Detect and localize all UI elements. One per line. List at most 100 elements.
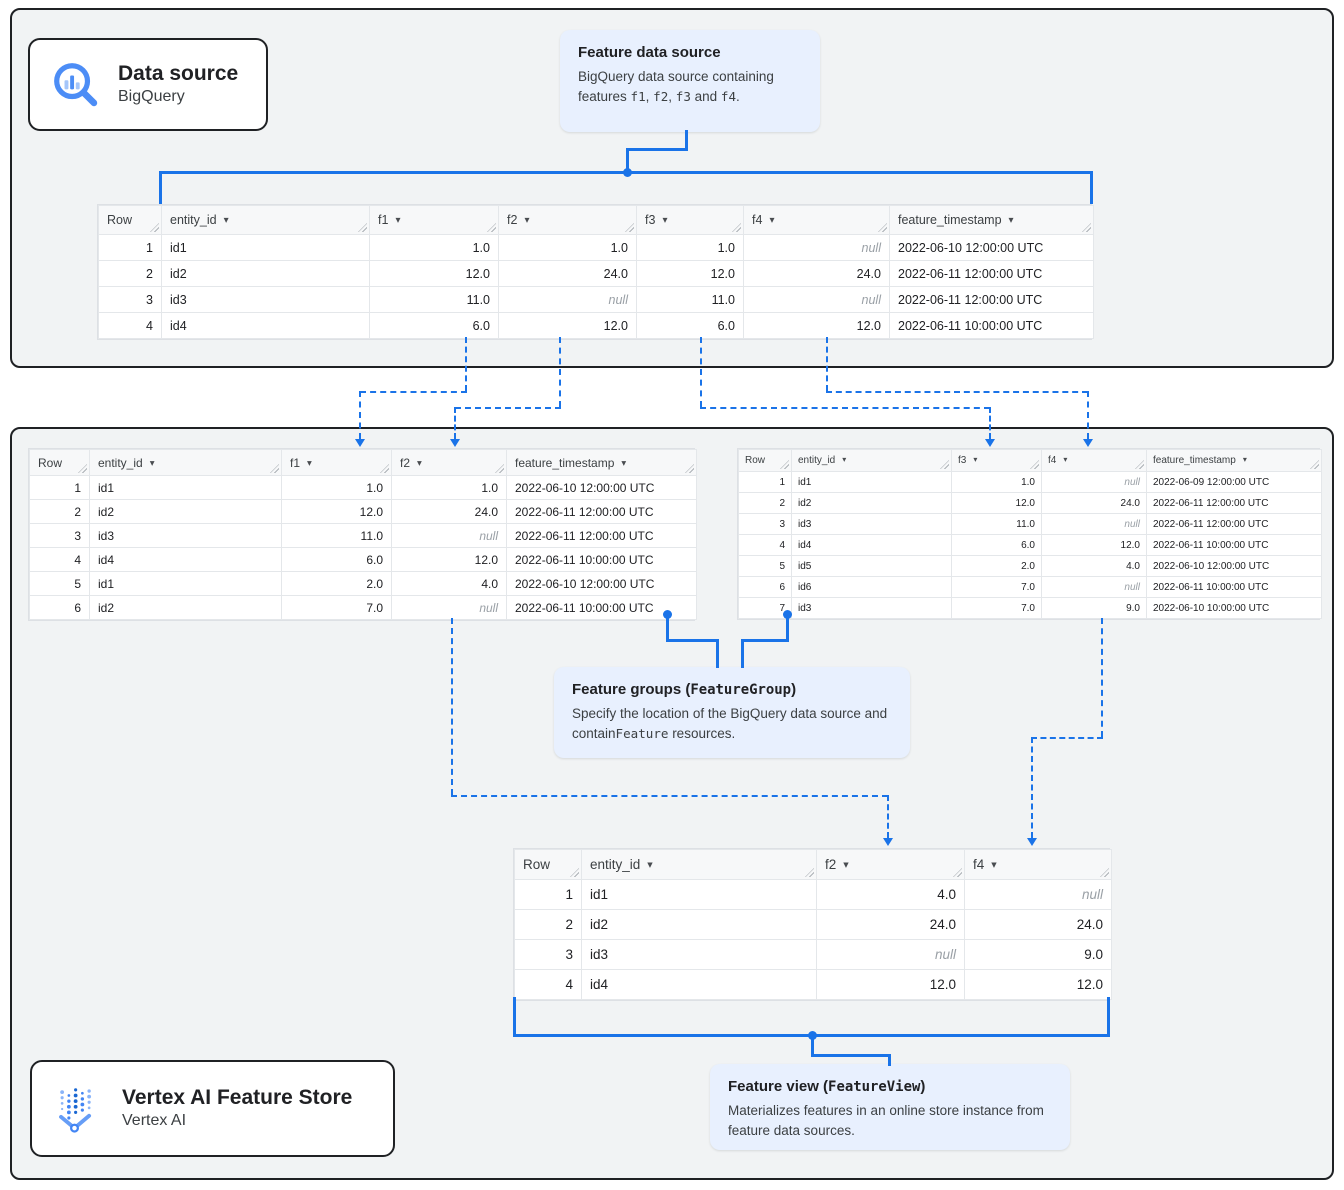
cell-entity_id: id3 xyxy=(89,523,282,548)
cell-f1: 1.0 xyxy=(281,475,392,500)
feature-store-card-title: Vertex AI Feature Store xyxy=(122,1086,353,1110)
resize-handle-icon xyxy=(358,223,367,232)
cell-entity_id: id4 xyxy=(581,969,817,1000)
feature-groups-callout: Feature groups (FeatureGroup) Specify th… xyxy=(554,667,910,758)
sort-arrow-icon: ▾ xyxy=(1063,455,1068,464)
column-header-f2: f2▾ xyxy=(816,849,965,880)
column-header-label: f2 xyxy=(507,213,518,227)
dashed-f2-v1 xyxy=(559,337,561,407)
resize-handle-icon xyxy=(953,868,962,877)
plain-text: Feature data source xyxy=(578,44,721,61)
null-value: null xyxy=(1124,518,1140,530)
resize-handle-icon xyxy=(495,464,504,473)
feature-groups-callout-title: Feature groups (FeatureGroup) xyxy=(572,681,892,698)
null-value: null xyxy=(1124,476,1140,488)
resize-handle-icon xyxy=(1100,868,1109,877)
plain-text: resources. xyxy=(668,725,736,741)
cell-Row: 1 xyxy=(514,879,582,910)
dashed-g1f2-v2 xyxy=(887,795,889,838)
cell-entity_id: id1 xyxy=(161,234,370,261)
cell-entity_id: id3 xyxy=(791,597,952,619)
dashed-g2f4-v2 xyxy=(1031,737,1033,838)
plain-text: Feature groups ( xyxy=(572,681,691,698)
cell-feature_timestamp: 2022-06-11 12:00:00 UTC xyxy=(1146,492,1322,514)
plain-text: , xyxy=(645,88,654,104)
column-header-entity_id: entity_id▾ xyxy=(791,449,952,472)
null-value: null xyxy=(934,947,956,962)
cell-entity_id: id2 xyxy=(89,595,282,620)
cell-Row: 6 xyxy=(738,576,792,598)
cell-feature_timestamp: 2022-06-10 12:00:00 UTC xyxy=(506,475,697,500)
null-value: null xyxy=(608,292,628,307)
cell-f4: 24.0 xyxy=(1041,492,1147,514)
column-header-entity_id: entity_id▾ xyxy=(581,849,817,880)
cell-f3: 6.0 xyxy=(951,534,1042,556)
cell-Row: 2 xyxy=(29,499,90,524)
null-value: null xyxy=(1081,887,1103,902)
dashed-f2-arrow xyxy=(450,439,460,447)
cell-entity_id: id6 xyxy=(791,576,952,598)
cell-entity_id: id4 xyxy=(89,547,282,572)
cell-f3: 2.0 xyxy=(951,555,1042,577)
connector-g2-v2 xyxy=(741,639,744,668)
cell-Row: 3 xyxy=(29,523,90,548)
cell-feature_timestamp: 2022-06-11 10:00:00 UTC xyxy=(889,312,1094,339)
null-value: null xyxy=(861,240,881,255)
code-text: f1 xyxy=(630,88,646,104)
sort-arrow-icon: ▾ xyxy=(769,215,775,226)
column-header-f3: f3▾ xyxy=(636,205,744,235)
sort-arrow-icon: ▾ xyxy=(149,457,155,469)
cell-f2: 24.0 xyxy=(816,909,965,940)
cell-Row: 3 xyxy=(738,513,792,535)
connector-g2-v1 xyxy=(786,614,789,642)
sort-arrow-icon: ▾ xyxy=(1008,215,1014,226)
sort-arrow-icon: ▾ xyxy=(973,455,978,464)
sort-arrow-icon: ▾ xyxy=(417,457,422,469)
cell-f2: null xyxy=(391,523,507,548)
cell-f1: 12.0 xyxy=(369,260,499,287)
null-value: null xyxy=(479,528,498,543)
data-source-card-subtitle: BigQuery xyxy=(118,88,185,106)
feature-data-source-callout-body: BigQuery data source containing features… xyxy=(578,67,802,106)
cell-Row: 1 xyxy=(29,475,90,500)
column-header-label: Row xyxy=(107,213,133,227)
cell-Row: 5 xyxy=(738,555,792,577)
plain-text: . xyxy=(736,88,740,104)
cell-Row: 6 xyxy=(29,595,90,620)
cell-f2: null xyxy=(391,595,507,620)
column-header-f4: f4▾ xyxy=(964,849,1112,880)
cell-feature_timestamp: 2022-06-09 12:00:00 UTC xyxy=(1146,471,1322,493)
connector-g1-h xyxy=(666,639,719,642)
connector-source-vright xyxy=(1090,171,1093,204)
data-source-card-title: Data source xyxy=(118,62,239,86)
column-header-f1: f1▾ xyxy=(281,449,392,476)
cell-entity_id: id1 xyxy=(791,471,952,493)
cell-feature_timestamp: 2022-06-11 12:00:00 UTC xyxy=(889,286,1094,313)
cell-f1: 12.0 xyxy=(281,499,392,524)
column-header-label: f2 xyxy=(825,857,837,872)
cell-Row: 4 xyxy=(98,312,162,339)
cell-feature_timestamp: 2022-06-11 12:00:00 UTC xyxy=(1146,513,1322,535)
null-value: null xyxy=(861,292,881,307)
cell-entity_id: id4 xyxy=(791,534,952,556)
resize-handle-icon xyxy=(270,464,279,473)
data-source-card: Data source BigQuery xyxy=(28,38,268,131)
dashed-g1f2-h xyxy=(451,795,888,797)
column-header-entity_id: entity_id▾ xyxy=(89,449,282,476)
cell-entity_id: id3 xyxy=(791,513,952,535)
resize-handle-icon xyxy=(685,464,694,473)
connector-fv-vleft xyxy=(513,997,516,1037)
cell-feature_timestamp: 2022-06-10 12:00:00 UTC xyxy=(1146,555,1322,577)
resize-handle-icon xyxy=(878,223,887,232)
cell-feature_timestamp: 2022-06-11 12:00:00 UTC xyxy=(889,260,1094,287)
column-header-label: feature_timestamp xyxy=(1153,455,1236,466)
dashed-f3-arrow xyxy=(985,439,995,447)
cell-feature_timestamp: 2022-06-11 12:00:00 UTC xyxy=(506,523,697,548)
